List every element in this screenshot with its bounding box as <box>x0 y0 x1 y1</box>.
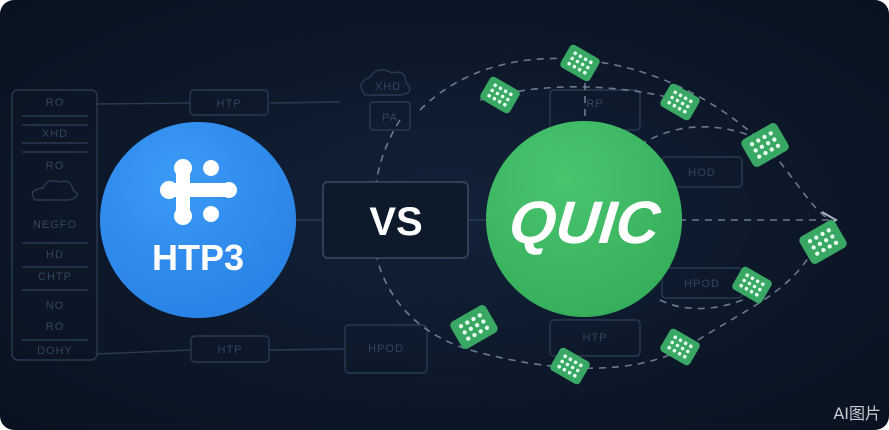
stack-label: XHD <box>42 128 68 140</box>
http3-logo: HTP3 <box>100 122 296 318</box>
data-packet-icon <box>560 44 600 82</box>
faint-boxes: HTP HTP XHD PA RP HOD HPOD HTP HPOD <box>189 69 743 374</box>
stack-label: DOHY <box>37 345 73 357</box>
stack-label: RO <box>46 97 65 109</box>
data-packet-icon <box>799 220 847 264</box>
box-label: RP <box>586 98 603 110</box>
watermark: AI图片 <box>833 404 881 423</box>
server-icon <box>369 101 411 131</box>
data-packet-icon <box>732 266 772 304</box>
data-packet-icon <box>450 305 498 349</box>
data-packet-icon <box>480 76 520 114</box>
box-label: PA <box>382 112 398 124</box>
box-label: HPOD <box>368 343 404 355</box>
vs-label: VS <box>369 200 422 244</box>
vs-box <box>322 181 469 259</box>
stack-label: CHTP <box>38 271 72 283</box>
cloud-icon <box>360 69 411 96</box>
box-label: HOD <box>688 167 715 179</box>
stack-label: NEGFO <box>33 219 77 231</box>
http3-label: HTP3 <box>152 237 244 278</box>
cloud-icon <box>31 180 78 201</box>
box-label: XHD <box>375 81 401 93</box>
stack-label: NO <box>46 300 65 312</box>
data-packet-icon <box>550 347 590 385</box>
data-packet-icon <box>660 328 700 366</box>
box-label: HTP <box>583 332 608 344</box>
plus-dots-icon <box>160 159 237 225</box>
stack-label: RO <box>46 160 65 172</box>
data-packets <box>450 44 847 385</box>
box-label: HTP <box>217 98 242 110</box>
box-label: HTP <box>218 344 243 356</box>
data-packet-icon <box>741 123 789 167</box>
quic-logo: QUIC <box>486 121 682 317</box>
connector-lines <box>96 101 488 355</box>
left-protocol-stack: RO XHD RO NEGFO HD CHTP NO RO DOHY <box>11 89 98 361</box>
box-label: HPOD <box>684 278 720 290</box>
data-packet-icon <box>660 83 700 121</box>
quic-label: QUIC <box>506 189 665 256</box>
stack-label: HD <box>46 249 64 261</box>
stack-label: RO <box>46 321 65 333</box>
